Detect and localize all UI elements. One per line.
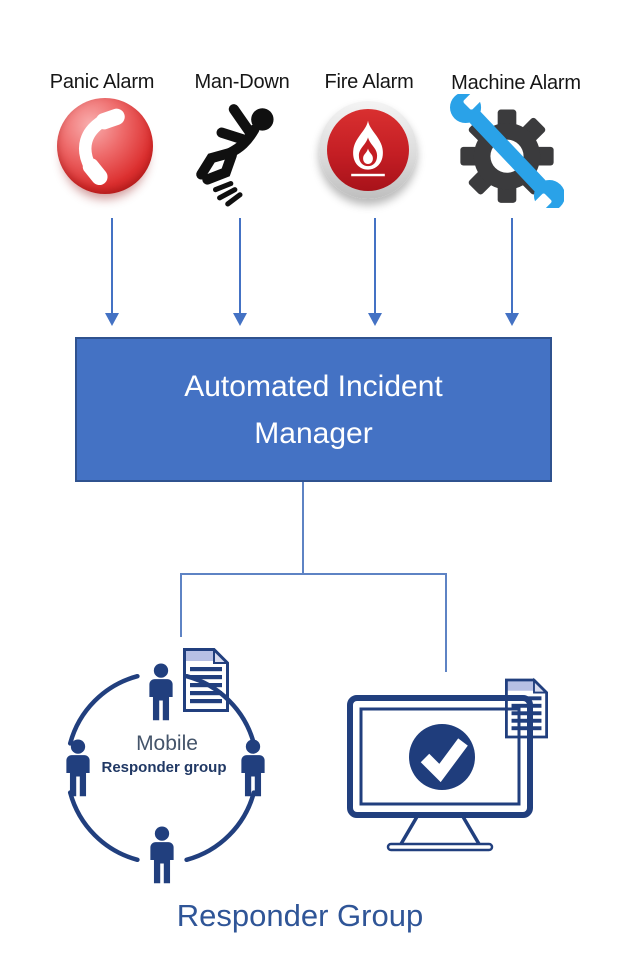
arrowhead-panic xyxy=(105,313,119,326)
tree-trunk-line xyxy=(302,482,304,573)
mobile-document-icon xyxy=(183,648,229,712)
monitor-checkmark-icon xyxy=(347,678,548,852)
flame-button-icon xyxy=(319,101,417,199)
arrow-man-down xyxy=(239,218,241,314)
falling-person-icon xyxy=(196,104,274,207)
manager-title: Automated Incident Manager xyxy=(184,369,443,450)
mobile-responder-group-icon xyxy=(66,648,265,884)
alarm-label-machine: Machine Alarm xyxy=(451,72,581,94)
arrow-fire xyxy=(374,218,376,314)
tree-left-branch-line xyxy=(180,573,182,637)
alarm-label-fire: Fire Alarm xyxy=(324,71,414,93)
mobile-group-title: Mobile xyxy=(136,732,198,755)
mobile-group-subtitle: Responder group xyxy=(101,759,227,776)
tree-right-branch-line xyxy=(445,573,447,672)
phone-button-icon xyxy=(57,98,153,194)
arrow-panic xyxy=(111,218,113,314)
arrow-machine xyxy=(511,218,513,314)
gear-wrench-icon xyxy=(450,94,564,208)
arrowhead-man-down xyxy=(233,313,247,326)
alarm-label-panic: Panic Alarm xyxy=(49,71,155,93)
tree-horizontal-line xyxy=(181,573,447,575)
arrowhead-machine xyxy=(505,313,519,326)
responder-group-title: Responder Group xyxy=(176,898,424,933)
alarm-label-man-down: Man-Down xyxy=(194,71,290,93)
automated-incident-manager-box: Automated Incident Manager xyxy=(75,337,552,482)
arrowhead-fire xyxy=(368,313,382,326)
